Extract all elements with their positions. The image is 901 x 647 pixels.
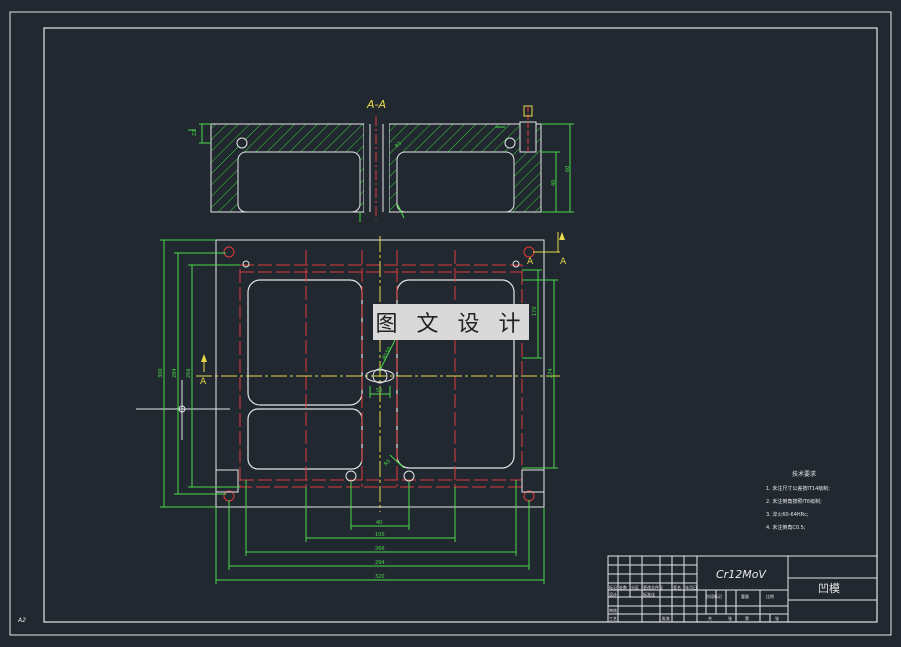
inner-frame bbox=[43, 27, 878, 623]
cut-marker-right: A bbox=[527, 257, 534, 267]
dim-left-300: 300 bbox=[158, 368, 164, 378]
section-dim-left: 22 bbox=[192, 130, 198, 136]
tb-r1c2: 处数 bbox=[619, 584, 627, 590]
arrow-up-right bbox=[559, 232, 565, 240]
arrow-up-left bbox=[201, 354, 207, 362]
title-part-name: 凹模 bbox=[818, 582, 840, 595]
tb-r2c3: 标准化 bbox=[643, 591, 655, 597]
section-view bbox=[188, 105, 574, 222]
dim-bottom-320: 320 bbox=[375, 574, 385, 580]
dim-bottom-100: 100 bbox=[375, 532, 385, 538]
plan-view bbox=[136, 232, 560, 512]
tech-req-item-1: 1. 未注尺寸公差按IT14级制; bbox=[766, 485, 830, 492]
tb-r2c1: 设计 bbox=[609, 591, 617, 597]
tech-req-item-3: 3. 淬火60-64HRc; bbox=[766, 511, 809, 518]
tech-req-title: 技术要求 bbox=[792, 470, 816, 478]
tb-r2c6: 重量 bbox=[741, 593, 749, 599]
tb-r1c3: 分区 bbox=[631, 584, 639, 590]
plan-dimensions bbox=[160, 239, 558, 584]
dim-bottom-40: 40 bbox=[376, 520, 382, 526]
watermark: 图 文 设 计 bbox=[373, 304, 529, 340]
tb-r4c1: 工艺 bbox=[609, 616, 617, 621]
dim-bottom-294: 294 bbox=[375, 560, 385, 566]
tb-r3c1: 审核 bbox=[609, 607, 617, 613]
title-material: Cr12MoV bbox=[716, 568, 767, 581]
section-radius: R5 bbox=[394, 140, 403, 149]
tb-r4c8: 张 bbox=[775, 615, 779, 621]
dim-right-274: 274 bbox=[548, 368, 554, 378]
dim-left-284: 284 bbox=[172, 368, 178, 378]
outer-frame bbox=[9, 11, 892, 636]
section-dim-60: 60 bbox=[565, 166, 571, 172]
tb-r4c5: 共 bbox=[708, 615, 712, 621]
section-dim-40: 40 bbox=[551, 180, 557, 186]
tb-r2c5: 阶段标记 bbox=[706, 593, 722, 599]
dim-radius-b: R5 bbox=[383, 458, 392, 467]
tech-req-item-2: 2. 未注倒角按照IT6级制; bbox=[766, 498, 822, 505]
tb-r2c7: 比例 bbox=[766, 593, 774, 599]
tb-r1c5: 签名 bbox=[673, 584, 681, 590]
title-block bbox=[607, 555, 878, 623]
dim-center-50: 50 bbox=[376, 388, 382, 394]
dim-bottom-266: 266 bbox=[375, 546, 385, 552]
tb-r1c1: 标记 bbox=[609, 584, 617, 590]
dim-right-170: 170 bbox=[532, 306, 538, 316]
tb-r1c6: 年月日 bbox=[685, 584, 697, 590]
tb-r4c6: 张 bbox=[728, 615, 732, 621]
tb-r4c7: 第 bbox=[745, 615, 749, 621]
tb-r4c3: 批准 bbox=[662, 615, 670, 621]
dim-left-266: 266 bbox=[186, 368, 192, 378]
cut-marker-left: A bbox=[200, 377, 207, 387]
sheet-size: A2 bbox=[17, 617, 26, 624]
tb-r1c4: 更改文件号 bbox=[643, 584, 663, 590]
section-label: A-A bbox=[366, 98, 386, 111]
tech-req-item-4: 4. 未注倒角C0.5; bbox=[766, 524, 806, 531]
cut-marker-right-top: A bbox=[560, 257, 567, 267]
